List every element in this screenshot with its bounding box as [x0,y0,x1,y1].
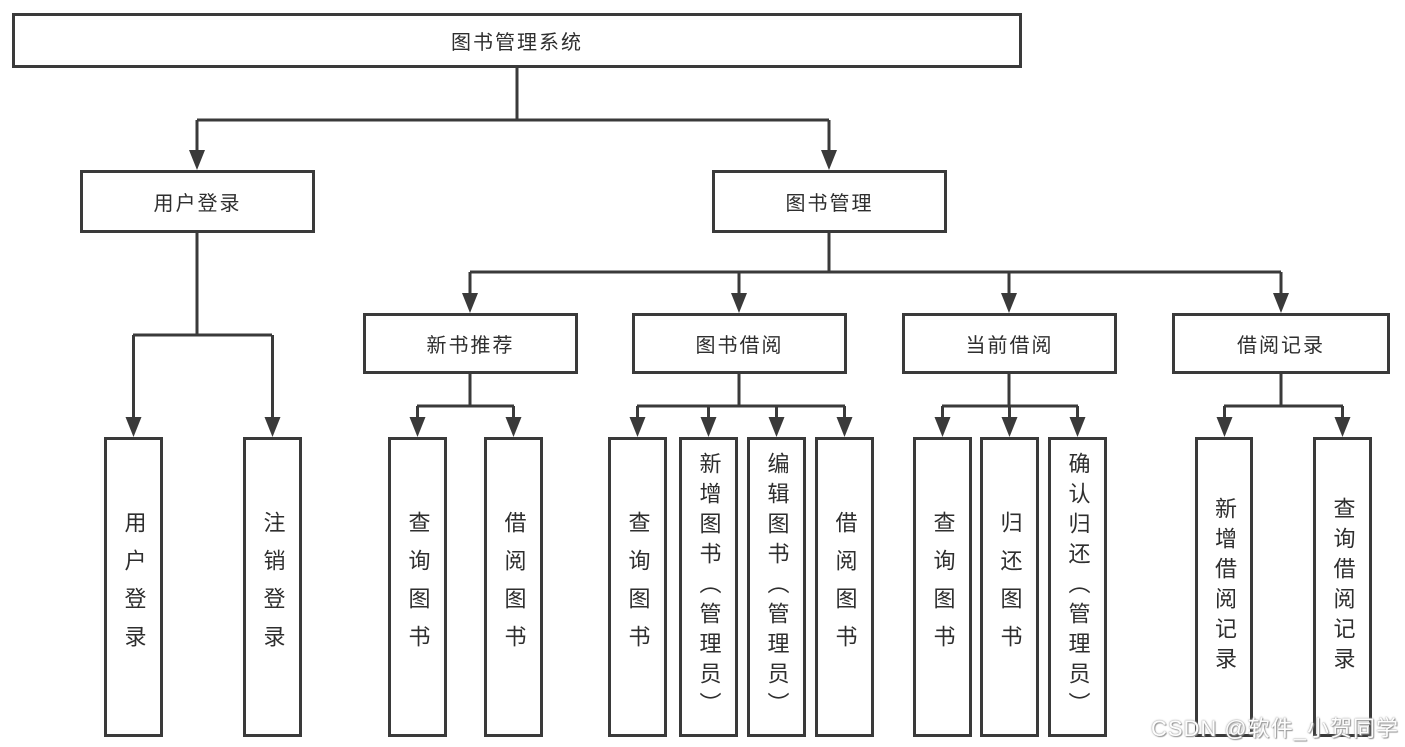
node-label-new-book-rec: 新书推荐 [426,335,515,357]
node-leaf-logout: 注销登录 [243,437,302,737]
node-label-borrow-record: 借阅记录 [1237,335,1325,357]
node-label-leaf-user-login: 用户登录 [121,511,147,663]
node-label-leaf-query-books-3: 查询图书 [930,511,956,663]
node-leaf-edit-books-admin: 编辑图书（管理员） [747,437,806,737]
node-label-leaf-query-books-1: 查询图书 [405,511,431,663]
node-label-current-borrow: 当前借阅 [965,335,1054,357]
node-leaf-borrow-books-1: 借阅图书 [484,437,543,737]
node-new-book-rec: 新书推荐 [363,313,578,374]
node-leaf-query-books-2: 查询图书 [608,437,667,737]
node-label-leaf-add-books-admin: 新增图书（管理员） [696,452,722,722]
csdn-watermark: CSDN @软件_小贺同学 [1150,716,1399,741]
node-label-user-login: 用户登录 [153,193,242,215]
node-leaf-query-borrow-record: 查询借阅记录 [1313,437,1372,737]
node-leaf-user-login: 用户登录 [104,437,163,737]
arrowhead-icons [125,150,1351,437]
node-label-book-mgmt: 图书管理 [785,193,874,215]
node-current-borrow: 当前借阅 [902,313,1117,374]
node-label-leaf-return-books: 归还图书 [997,511,1023,663]
node-label-leaf-query-borrow-record: 查询借阅记录 [1330,497,1356,677]
node-label-leaf-confirm-return: 确认归还（管理员） [1065,452,1091,722]
node-user-login: 用户登录 [80,170,315,233]
node-borrow-record: 借阅记录 [1172,313,1390,374]
node-label-leaf-borrow-books-2: 借阅图书 [832,511,858,663]
node-label-book-borrow: 图书借阅 [695,335,784,357]
node-leaf-return-books: 归还图书 [980,437,1039,737]
node-leaf-add-borrow-record: 新增借阅记录 [1195,437,1253,737]
node-label-leaf-add-borrow-record: 新增借阅记录 [1212,497,1237,677]
node-label-leaf-borrow-books-1: 借阅图书 [501,511,527,663]
node-label-leaf-logout: 注销登录 [260,511,286,663]
node-book-borrow: 图书借阅 [632,313,847,374]
node-leaf-query-books-3: 查询图书 [913,437,972,737]
node-label-leaf-edit-books-admin: 编辑图书（管理员） [764,452,790,722]
connector-lines [132,68,1344,421]
node-book-mgmt: 图书管理 [712,170,947,233]
node-leaf-borrow-books-2: 借阅图书 [815,437,874,737]
node-label-leaf-query-books-2: 查询图书 [625,511,651,663]
node-leaf-confirm-return: 确认归还（管理员） [1048,437,1107,737]
node-root: 图书管理系统 [12,13,1022,68]
node-leaf-query-books-1: 查询图书 [388,437,447,737]
node-leaf-add-books-admin: 新增图书（管理员） [679,437,738,737]
node-label-root: 图书管理系统 [451,32,583,54]
